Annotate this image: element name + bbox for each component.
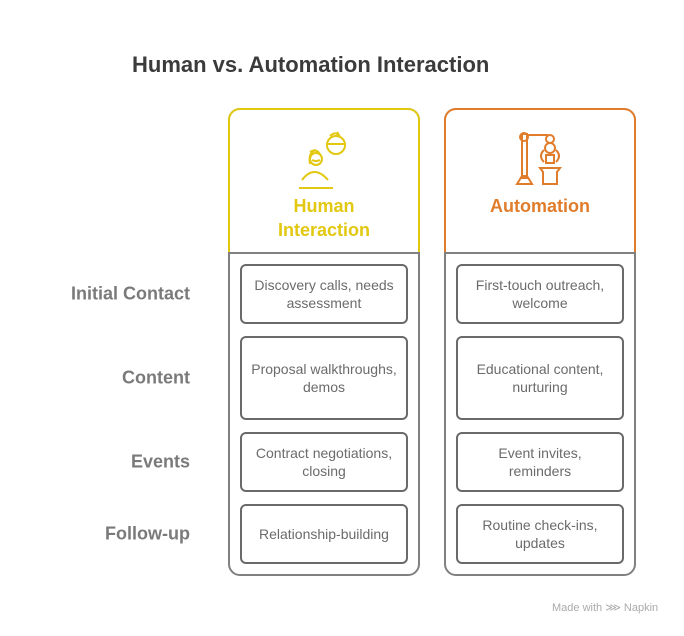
cell-automation-events: Event invites, reminders <box>456 432 624 492</box>
cell-automation-initial-contact: First-touch outreach, welcome <box>456 264 624 324</box>
cell-automation-content: Educational content, nurturing <box>456 336 624 420</box>
cell-automation-follow-up: Routine check-ins, updates <box>456 504 624 564</box>
diagram-title: Human vs. Automation Interaction <box>132 52 490 77</box>
divider <box>444 252 636 254</box>
row-label-follow-up: Follow-up <box>105 523 190 544</box>
cell-human-content: Proposal walkthroughs, demos <box>240 336 408 420</box>
column-title-line-2: Interaction <box>277 220 370 240</box>
column-title-line-1: Human <box>293 196 355 216</box>
row-label-initial-contact: Initial Contact <box>70 283 190 304</box>
column-header: Automation <box>444 108 636 254</box>
cell-human-initial-contact: Discovery calls, needs assessment <box>240 264 408 324</box>
row-label-content: Content <box>122 367 190 388</box>
column-title: Automation <box>490 196 590 216</box>
robotic-arm-icon <box>515 132 562 185</box>
cell-human-follow-up: Relationship-building <box>240 504 408 564</box>
person-with-rotating-globe-icon <box>299 131 346 189</box>
divider <box>228 252 420 254</box>
column-automation: Automation <box>444 108 636 576</box>
made-with-napkin-watermark: Made with ⋙ Napkin <box>552 602 659 614</box>
cell-human-events: Contract negotiations, closing <box>240 432 408 492</box>
column-human-interaction: Human Interaction <box>228 108 420 576</box>
column-header: Human Interaction <box>228 108 420 254</box>
row-label-events: Events <box>130 451 190 472</box>
